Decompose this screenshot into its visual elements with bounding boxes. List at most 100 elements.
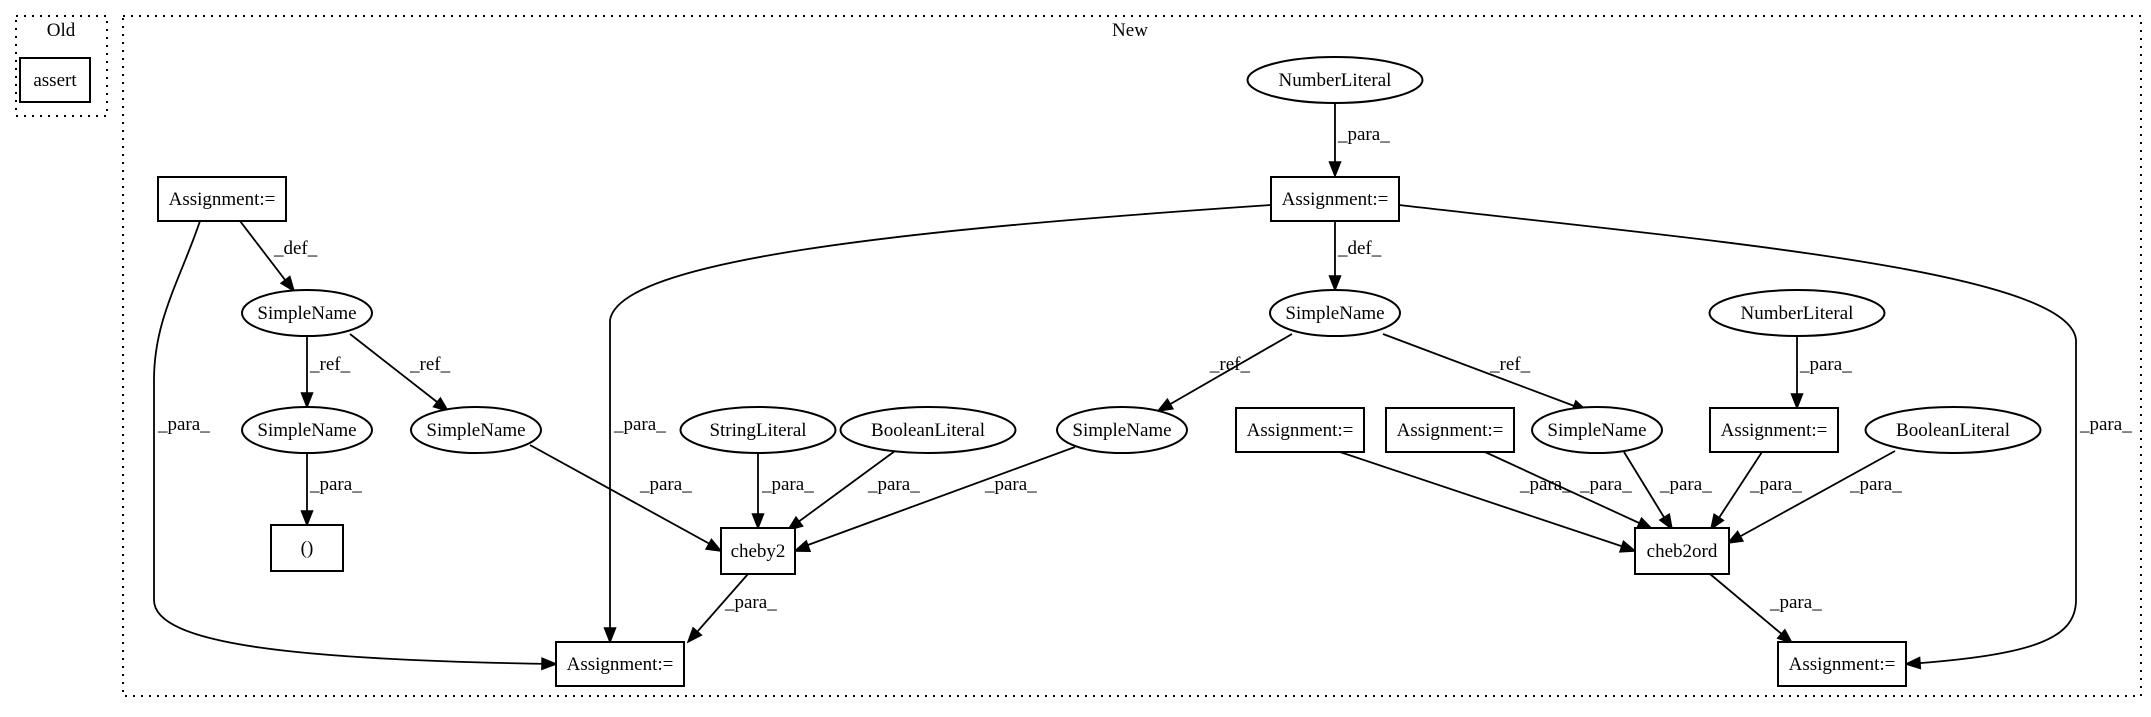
node-boollit1: BooleanLiteral (839, 406, 1017, 454)
node-asg_bl: Assignment:= (555, 641, 685, 687)
arrowhead-icon (541, 657, 559, 671)
node-ellipse (241, 289, 373, 337)
edge-label: _para_ (613, 414, 666, 435)
edge-cheby2-to-asg_bl: _para_ (686, 573, 777, 644)
edge-asg_m1-to-cheb2ord: _para_ (1339, 451, 1637, 553)
node-label: NumberLiteral (1279, 70, 1392, 91)
node-nl_r: NumberLiteral (1708, 289, 1886, 337)
edge-line (529, 444, 720, 550)
node-label: Assignment:= (1789, 654, 1896, 675)
node-nl_top: NumberLiteral (1246, 56, 1424, 104)
edge-line (1484, 451, 1651, 529)
node-assert: assert (19, 57, 91, 103)
node-box (157, 176, 287, 222)
node-ellipse (241, 406, 373, 454)
arrowhead-icon (1156, 397, 1175, 413)
node-strlit: StringLiteral (679, 406, 837, 454)
edges-layer: _para__def__para__para__def__para__ref__… (153, 103, 2132, 671)
edge-line (1729, 450, 1896, 543)
arrowhead-icon (686, 626, 703, 644)
arrowhead-icon (1709, 513, 1725, 531)
node-label: NumberLiteral (1741, 303, 1854, 324)
arrowhead-icon (1328, 275, 1342, 293)
node-box (555, 641, 685, 687)
arrowhead-icon (432, 396, 450, 413)
edge-label: _para_ (1749, 474, 1802, 495)
arrowhead-icon (603, 627, 617, 645)
node-label: Assignment:= (1247, 420, 1354, 441)
edge-sn_c1-to-cheby2: _para_ (793, 446, 1076, 553)
edge-line (1712, 451, 1763, 528)
edge-label: _para_ (1519, 474, 1572, 495)
edge-sn_l-to-sn_l2: _ref_ (349, 333, 451, 413)
arrowhead-icon (1776, 628, 1794, 645)
edge-cheb2ord-to-asg_br: _para_ (1709, 573, 1822, 645)
edge-strlit-to-cheby2: _para_ (751, 453, 814, 531)
edge-label: _ref_ (1489, 354, 1531, 375)
edge-label: _para_ (867, 474, 920, 495)
arrowhead-icon (300, 392, 314, 410)
edge-line (153, 220, 555, 665)
node-box (1235, 407, 1365, 453)
arrowhead-icon (1726, 530, 1745, 544)
node-asg_c: Assignment:= (1270, 176, 1400, 222)
node-box (720, 527, 796, 575)
node-label: Assignment:= (567, 654, 674, 675)
edge-line (1339, 451, 1634, 551)
edge-sn_c-to-sn_c1: _ref_ (1156, 333, 1293, 413)
arrowhead-icon (1328, 161, 1342, 179)
arrowhead-icon (300, 510, 314, 528)
node-box (1385, 407, 1515, 453)
node-box (1634, 527, 1730, 575)
node-label: assert (33, 70, 77, 91)
arrowhead-icon (1618, 540, 1637, 553)
node-sn_l2: SimpleName (410, 406, 542, 454)
edge-sn_l1-to-paren: _para_ (300, 453, 362, 528)
node-ellipse (1708, 289, 1886, 337)
edge-boollit1-to-cheby2: _para_ (786, 450, 920, 532)
node-asg_l: Assignment:= (157, 176, 287, 222)
arrowhead-icon (1903, 656, 1922, 670)
edge-label: _def_ (1337, 238, 1382, 259)
edge-label: _para_ (2079, 414, 2132, 435)
edge-label: _ref_ (1209, 354, 1251, 375)
node-sn_l1: SimpleName (241, 406, 373, 454)
node-label: cheb2ord (1647, 541, 1718, 562)
edge-label: _para_ (1659, 474, 1712, 495)
node-label: BooleanLiteral (871, 420, 985, 441)
edge-line (796, 446, 1076, 550)
arrowhead-icon (279, 275, 296, 293)
arrowhead-icon (793, 539, 812, 553)
node-ellipse (1056, 406, 1188, 454)
node-asg_m1: Assignment:= (1235, 407, 1365, 453)
edge-label: _para_ (761, 474, 814, 495)
node-box (1270, 176, 1400, 222)
edge-boollit2-to-cheb2ord: _para_ (1726, 450, 1902, 544)
node-ellipse (1246, 56, 1424, 104)
edge-sn_l2-to-cheby2: _para_ (529, 444, 723, 552)
edge-asg_m2-to-cheb2ord: _para_ (1484, 451, 1654, 530)
edge-label: _para_ (1769, 592, 1822, 613)
edge-label: _para_ (724, 592, 777, 613)
node-label: SimpleName (257, 303, 356, 324)
edge-line (349, 333, 447, 410)
node-label: cheby2 (731, 541, 786, 562)
node-cheb2ord: cheb2ord (1634, 527, 1730, 575)
node-label: SimpleName (1547, 420, 1646, 441)
node-asg_r: Assignment:= (1709, 407, 1839, 453)
arrowhead-icon (1790, 393, 1804, 411)
edge-line (239, 220, 293, 290)
node-ellipse (1269, 289, 1401, 337)
edge-line (1709, 573, 1791, 642)
edge-sn_c2-to-cheb2ord: _para_ (1623, 451, 1712, 531)
node-sn_c: SimpleName (1269, 289, 1401, 337)
cluster-old-label: Old (47, 20, 76, 41)
edge-label: _ref_ (309, 354, 351, 375)
edge-label: _para_ (1799, 354, 1852, 375)
node-label: Assignment:= (1282, 189, 1389, 210)
cluster-new: New (122, 15, 2142, 697)
node-label: Assignment:= (1721, 420, 1828, 441)
edge-asg_c-to-asg_bl: _para_ (603, 204, 1272, 645)
node-sn_c2: SimpleName (1531, 406, 1663, 454)
